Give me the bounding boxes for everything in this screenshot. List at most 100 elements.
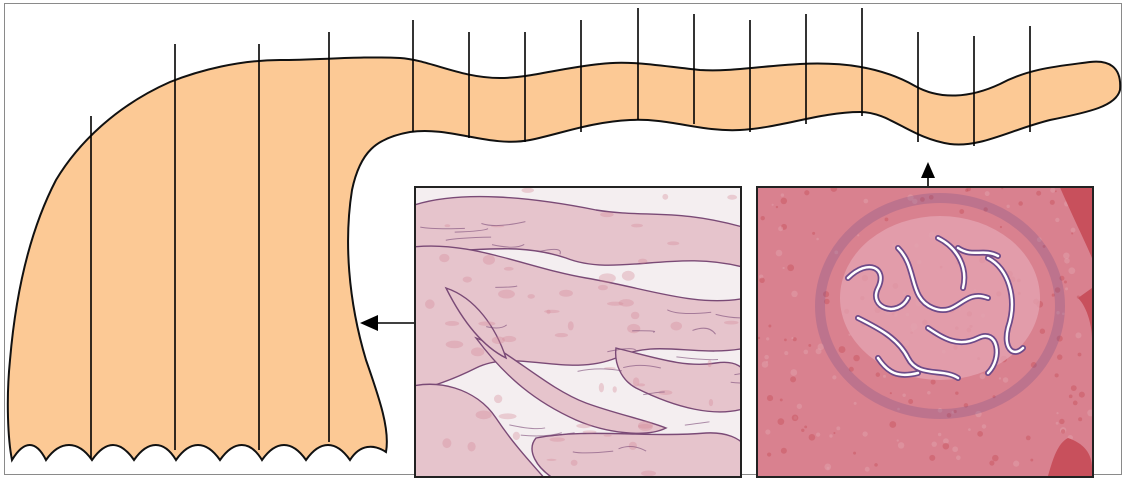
left-micrograph-image — [416, 188, 740, 476]
stroma-cell — [797, 404, 802, 409]
stroma-cell — [1026, 436, 1031, 441]
arrow-left-head — [360, 315, 378, 331]
tissue-detail — [546, 310, 550, 315]
stroma-cell — [1064, 258, 1070, 264]
stroma-cell — [853, 452, 856, 455]
stroma-cell — [1007, 205, 1010, 208]
stroma-cell — [1064, 281, 1067, 284]
stroma-cell — [767, 452, 771, 456]
stroma-cell — [776, 206, 778, 208]
stroma-cell — [1055, 373, 1059, 377]
stroma-cell — [768, 325, 771, 328]
stroma-cell — [1036, 191, 1041, 196]
stroma-cell — [980, 373, 986, 379]
stroma-cell — [857, 234, 859, 236]
tissue-detail — [708, 360, 712, 367]
tissue-detail — [638, 421, 653, 431]
tissue-detail — [513, 432, 520, 440]
tissue-detail — [637, 383, 645, 386]
tissue-detail — [671, 322, 683, 331]
stroma-cell — [827, 467, 830, 470]
stroma-cell — [761, 216, 765, 220]
left-micrograph — [414, 186, 742, 478]
stroma-cell — [1056, 412, 1058, 414]
tissue-detail — [446, 341, 464, 349]
stroma-cell — [1050, 200, 1055, 205]
stroma-cell — [759, 278, 764, 283]
tissue-detail — [613, 386, 617, 392]
stroma-cell — [898, 442, 904, 448]
stroma-cell — [876, 372, 880, 376]
stroma-cell — [1073, 401, 1078, 406]
stroma-cell — [1068, 267, 1075, 274]
stroma-cell — [829, 434, 832, 437]
tissue-detail — [599, 383, 604, 392]
stroma-cell — [1071, 232, 1073, 234]
stroma-cell — [959, 209, 964, 214]
tissue-detail — [471, 347, 484, 356]
stroma-cell — [804, 425, 807, 428]
stroma-cell — [863, 199, 868, 204]
stroma-cell — [889, 421, 896, 428]
stroma-cell — [1000, 226, 1002, 228]
stroma-cell — [992, 455, 998, 461]
stroma-cell — [832, 375, 836, 379]
tissue-detail — [463, 277, 472, 283]
tissue-detail — [555, 333, 568, 337]
tissue-detail — [622, 271, 635, 281]
stroma-cell — [862, 431, 867, 436]
tissue-detail — [527, 294, 534, 299]
tissue-detail — [598, 285, 608, 290]
stroma-cell — [809, 434, 816, 441]
tissue-detail — [546, 459, 556, 461]
stroma-cell — [1079, 392, 1085, 398]
tissue-detail — [571, 460, 578, 466]
tissue-detail — [442, 438, 451, 448]
stroma-cell — [787, 264, 794, 271]
stroma-cell — [1040, 329, 1045, 334]
stroma-cell — [776, 250, 783, 257]
stroma-cell — [803, 350, 808, 355]
stroma-cell — [1030, 459, 1033, 462]
tissue-detail — [724, 321, 739, 325]
stroma-cell — [931, 379, 936, 384]
stroma-cell — [1065, 287, 1068, 290]
stroma-cell — [816, 433, 820, 437]
stroma-cell — [982, 424, 986, 428]
tissue-detail — [627, 324, 640, 333]
tissue-detail — [607, 302, 623, 306]
stroma-cell — [839, 346, 846, 353]
tissue-detail — [667, 241, 679, 245]
stroma-cell — [952, 446, 958, 452]
stroma-cell — [968, 428, 971, 431]
stroma-cell — [790, 376, 796, 382]
tissue-detail — [600, 212, 614, 217]
tissue-detail — [550, 437, 565, 441]
stroma-cell — [1069, 395, 1073, 399]
stroma-cell — [955, 391, 958, 394]
stroma-cell — [999, 377, 1001, 379]
stroma-cell — [791, 337, 793, 339]
stroma-cell — [874, 463, 878, 467]
tissue-detail — [476, 410, 492, 419]
stroma-cell — [792, 415, 799, 422]
tissue-detail — [631, 312, 639, 319]
stroma-cell — [766, 337, 769, 340]
tissue-detail — [576, 424, 591, 429]
stroma-cell — [778, 226, 783, 231]
stroma-cell — [1018, 201, 1023, 206]
stroma-cell — [897, 439, 899, 441]
stroma-cell — [804, 190, 809, 195]
tissue-detail — [498, 290, 515, 299]
stroma-cell — [812, 232, 815, 235]
tissue-detail — [544, 310, 559, 313]
tissue-detail — [709, 399, 713, 406]
stroma-cell — [767, 395, 773, 401]
stroma-cell — [854, 402, 857, 405]
stroma-cell — [1071, 228, 1076, 233]
stroma-cell — [784, 351, 788, 355]
stroma-cell — [790, 369, 797, 376]
stroma-cell — [1078, 353, 1082, 357]
tissue-detail — [727, 195, 737, 200]
